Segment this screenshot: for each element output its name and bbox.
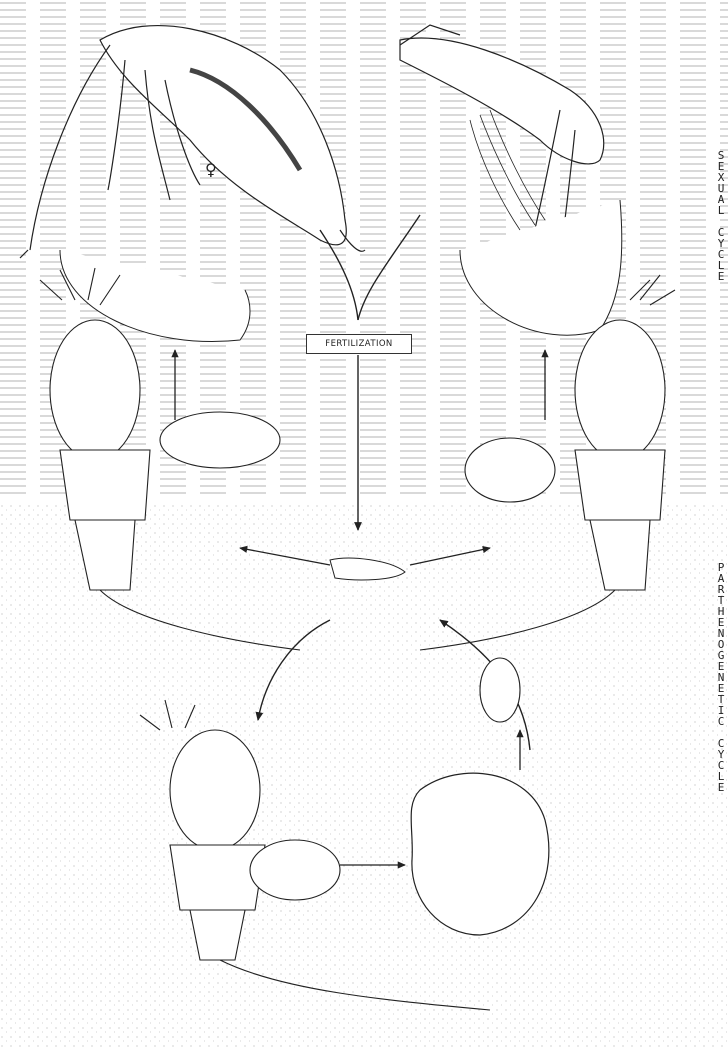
- resting-egg-case: [411, 773, 549, 935]
- fertilization-label: FERTILIZATION: [306, 334, 412, 354]
- hatching-egg: [480, 658, 520, 722]
- female-symbol: ♀: [205, 160, 217, 179]
- vertical-letter: C: [714, 716, 728, 727]
- vertical-letter: E: [714, 271, 728, 282]
- vertical-letter: L: [714, 205, 728, 216]
- vertical-letter: E: [714, 782, 728, 793]
